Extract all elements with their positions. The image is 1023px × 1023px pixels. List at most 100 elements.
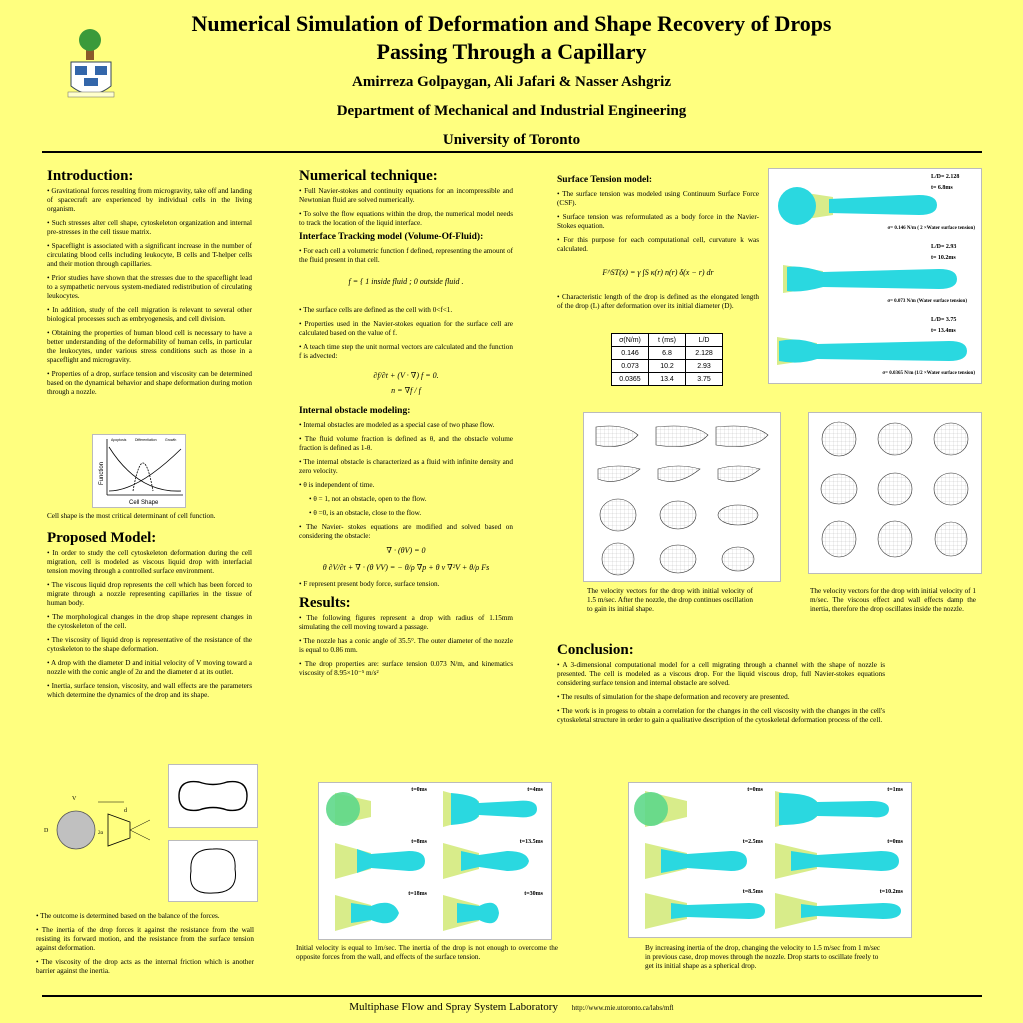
- drop-time-label: t= 10.2ms: [931, 255, 956, 261]
- fig-legend-differentiation: Differentiation: [135, 438, 157, 442]
- conclusion-section: Conclusion: • A 3-dimensional computatio…: [557, 642, 885, 730]
- fig-y-label: Function: [99, 462, 105, 485]
- drop-ld-label: L/D= 2.128: [931, 174, 960, 180]
- intro-bullet: • Properties of a drop, surface tension …: [47, 370, 252, 396]
- intro-bullet: • Obtaining the properties of human bloo…: [47, 329, 252, 364]
- intro-bullet: • Spaceflight is associated with a signi…: [47, 242, 252, 268]
- drop-time-label: t= 6.8ms: [931, 185, 953, 191]
- frame: t=4ms: [437, 785, 549, 833]
- surface-bullet: • For this purpose for each computationa…: [557, 236, 759, 253]
- results-bullet: • The nozzle has a conic angle of 35.5°.…: [299, 637, 513, 654]
- obstacle-bullet: • The fluid volume fraction is defined a…: [299, 435, 513, 452]
- surface-bullet: • Surface tension was reformulated as a …: [557, 213, 759, 230]
- table-cell: 0.073: [611, 359, 649, 373]
- frame-time-label: t=8ms: [411, 839, 427, 845]
- cell-function-figure: Function Cell Shape Apoptosis Differenti…: [92, 434, 186, 508]
- lab-url[interactable]: http://www.mie.utoronto.ca/labs/mfl: [571, 1004, 674, 1012]
- table-cell: 3.75: [685, 372, 723, 386]
- frame: t=30ms: [437, 889, 549, 937]
- drop-case: L/D= 3.75 t= 13.4ms σ= 0.0365 N/m (1/2 ×…: [769, 313, 981, 383]
- frame-time-label: t=4ms: [527, 787, 543, 793]
- force-bullet: • The outcome is determined based on the…: [36, 912, 220, 920]
- results-heading: Results:: [299, 595, 351, 611]
- conclusion-bullet: • A 3-dimensional computational model fo…: [557, 661, 885, 687]
- frame-time-label: t=18ms: [408, 891, 427, 897]
- introduction-section: Introduction: • Gravitational forces res…: [47, 168, 252, 402]
- surface-tension-heading: Surface Tension model:: [557, 175, 653, 185]
- vof-bullet: • The surface cells are defined as the c…: [299, 306, 453, 314]
- drop-shape-figure-2: [168, 840, 258, 902]
- table-header: σ(N/m): [611, 333, 649, 347]
- velocity-vectors-grid-right: [808, 412, 982, 574]
- surface-tension-table: σ(N/m) t (ms) L/D 0.146 6.8 2.128 0.073 …: [611, 333, 723, 386]
- vof-bullet: • For each cell a volumetric function f …: [299, 247, 513, 264]
- fig-x-label: Cell Shape: [129, 500, 159, 506]
- table-row: 0.0365 13.4 3.75: [611, 372, 723, 386]
- table-cell: 0.0365: [611, 372, 649, 386]
- header-divider: [42, 151, 982, 153]
- proposed-bullet: • The viscosity of liquid drop is repres…: [47, 636, 252, 653]
- table-header-row: σ(N/m) t (ms) L/D: [611, 333, 723, 347]
- frame-time-label: t=13.5ms: [519, 839, 543, 845]
- continuity-equation: ∇ · (θV) = 0: [386, 546, 426, 555]
- footer: Multiphase Flow and Spray System Laborat…: [0, 1001, 1023, 1013]
- numerical-bullet: • Full Navier-stokes and continuity equa…: [299, 187, 513, 204]
- conclusion-heading: Conclusion:: [557, 642, 634, 658]
- poster-title: Numerical Simulation of Deformation and …: [191, 11, 832, 64]
- frame-time-label: t=30ms: [524, 891, 543, 897]
- table-row: 0.146 6.8 2.128: [611, 346, 723, 360]
- proposed-bullet: • In order to study the cell cytoskeleto…: [47, 549, 252, 575]
- proposed-model-section: Proposed Model: • In order to study the …: [47, 531, 252, 705]
- drop-shape-figure-1: [168, 764, 258, 828]
- advection-equation: ∂f/∂t + (V · ∇) f = 0.: [373, 371, 439, 380]
- proposed-bullet: • The morphological changes in the drop …: [47, 613, 252, 630]
- table-cell: 10.2: [648, 359, 686, 373]
- simulation-frames-1ms: t=0ms t=4ms t=8ms t=13.5ms t=18ms t=30ms: [318, 782, 552, 940]
- drop-sigma-label: σ= 0.073 N/m (Water surface tension): [887, 299, 967, 304]
- intro-bullet: • In addition, study of the cell migrati…: [47, 306, 252, 323]
- frame: t=10.2ms: [771, 887, 909, 935]
- frame-time-label: t=0ms: [411, 787, 427, 793]
- results-bullet: • The drop properties are: surface tensi…: [299, 660, 513, 677]
- numerical-bullet: • To solve the flow equations within the…: [299, 210, 513, 227]
- frame: t=2.5ms: [631, 837, 769, 885]
- drop-ld-label: L/D= 3.75: [931, 317, 957, 323]
- obstacle-bullet: • The internal obstacle is characterized…: [299, 458, 513, 475]
- intro-bullet: • Such stresses alter cell shape, cytosk…: [47, 219, 252, 236]
- frame: t=0ms: [631, 785, 769, 833]
- department: Department of Mechanical and Industrial …: [336, 103, 687, 119]
- force-bullet: • The inertia of the drop forces it agai…: [36, 926, 254, 952]
- diagram-label-d-upper: D: [44, 828, 49, 834]
- frame: t=8ms: [321, 837, 433, 885]
- velocity-vectors-grid-left: [583, 412, 781, 582]
- elongated-drops-figure: L/D= 2.128 t= 6.8ms σ= 0.146 N/m ( 2 ×Wa…: [768, 168, 982, 384]
- frame: t=13.5ms: [437, 837, 549, 885]
- ns-bullet: • The Navier- stokes equations are modif…: [299, 523, 513, 540]
- drop-ld-label: L/D= 2.93: [931, 244, 957, 250]
- cell-shape-caption: Cell shape is the most critical determin…: [47, 512, 216, 520]
- drop-sigma-label: σ= 0.146 N/m ( 2 ×Water surface tension): [887, 226, 975, 231]
- frame: t=8.5ms: [631, 887, 769, 935]
- fig-legend-growth: Growth: [165, 438, 176, 442]
- table-row: 0.073 10.2 2.93: [611, 359, 723, 373]
- diagram-label-d-lower: d: [124, 808, 127, 814]
- drop-sigma-label: σ= 0.0365 N/m (1/2 ×Water surface tensio…: [882, 371, 975, 376]
- frame: t=0ms: [771, 837, 909, 885]
- table-cell: 0.146: [611, 346, 649, 360]
- drop-case: L/D= 2.93 t= 10.2ms σ= 0.073 N/m (Water …: [769, 241, 981, 311]
- frame-time-label: t=8.5ms: [742, 889, 763, 895]
- introduction-heading: Introduction:: [47, 168, 134, 184]
- drop-time-label: t= 13.4ms: [931, 328, 956, 334]
- vof-bullet: • Properties used in the Navier-stokes e…: [299, 320, 513, 337]
- results-caption-right: By increasing inertia of the drop, chang…: [645, 944, 881, 970]
- surface-tension-section: Surface Tension model: • The surface ten…: [557, 172, 759, 316]
- force-bullet: • The viscosity of the drop acts as the …: [36, 958, 254, 975]
- frame: t=18ms: [321, 889, 433, 937]
- university: University of Toronto: [442, 132, 581, 148]
- grid-caption-right: The velocity vectors for the drop with i…: [810, 587, 976, 613]
- momentum-equation: θ ∂V/∂t + ∇ · (θ VV) = − θ/ρ ∇p + θ ν ∇²…: [322, 563, 490, 572]
- vof-bullet: • A teach time step the unit normal vect…: [299, 343, 513, 360]
- volume-function-equation: f = { 1 inside fluid ; 0 outside fluid .: [348, 277, 464, 286]
- obstacle-sub-bullet: • θ = 1, not an obstacle, open to the fl…: [309, 495, 427, 503]
- frame-time-label: t=1ms: [887, 787, 903, 793]
